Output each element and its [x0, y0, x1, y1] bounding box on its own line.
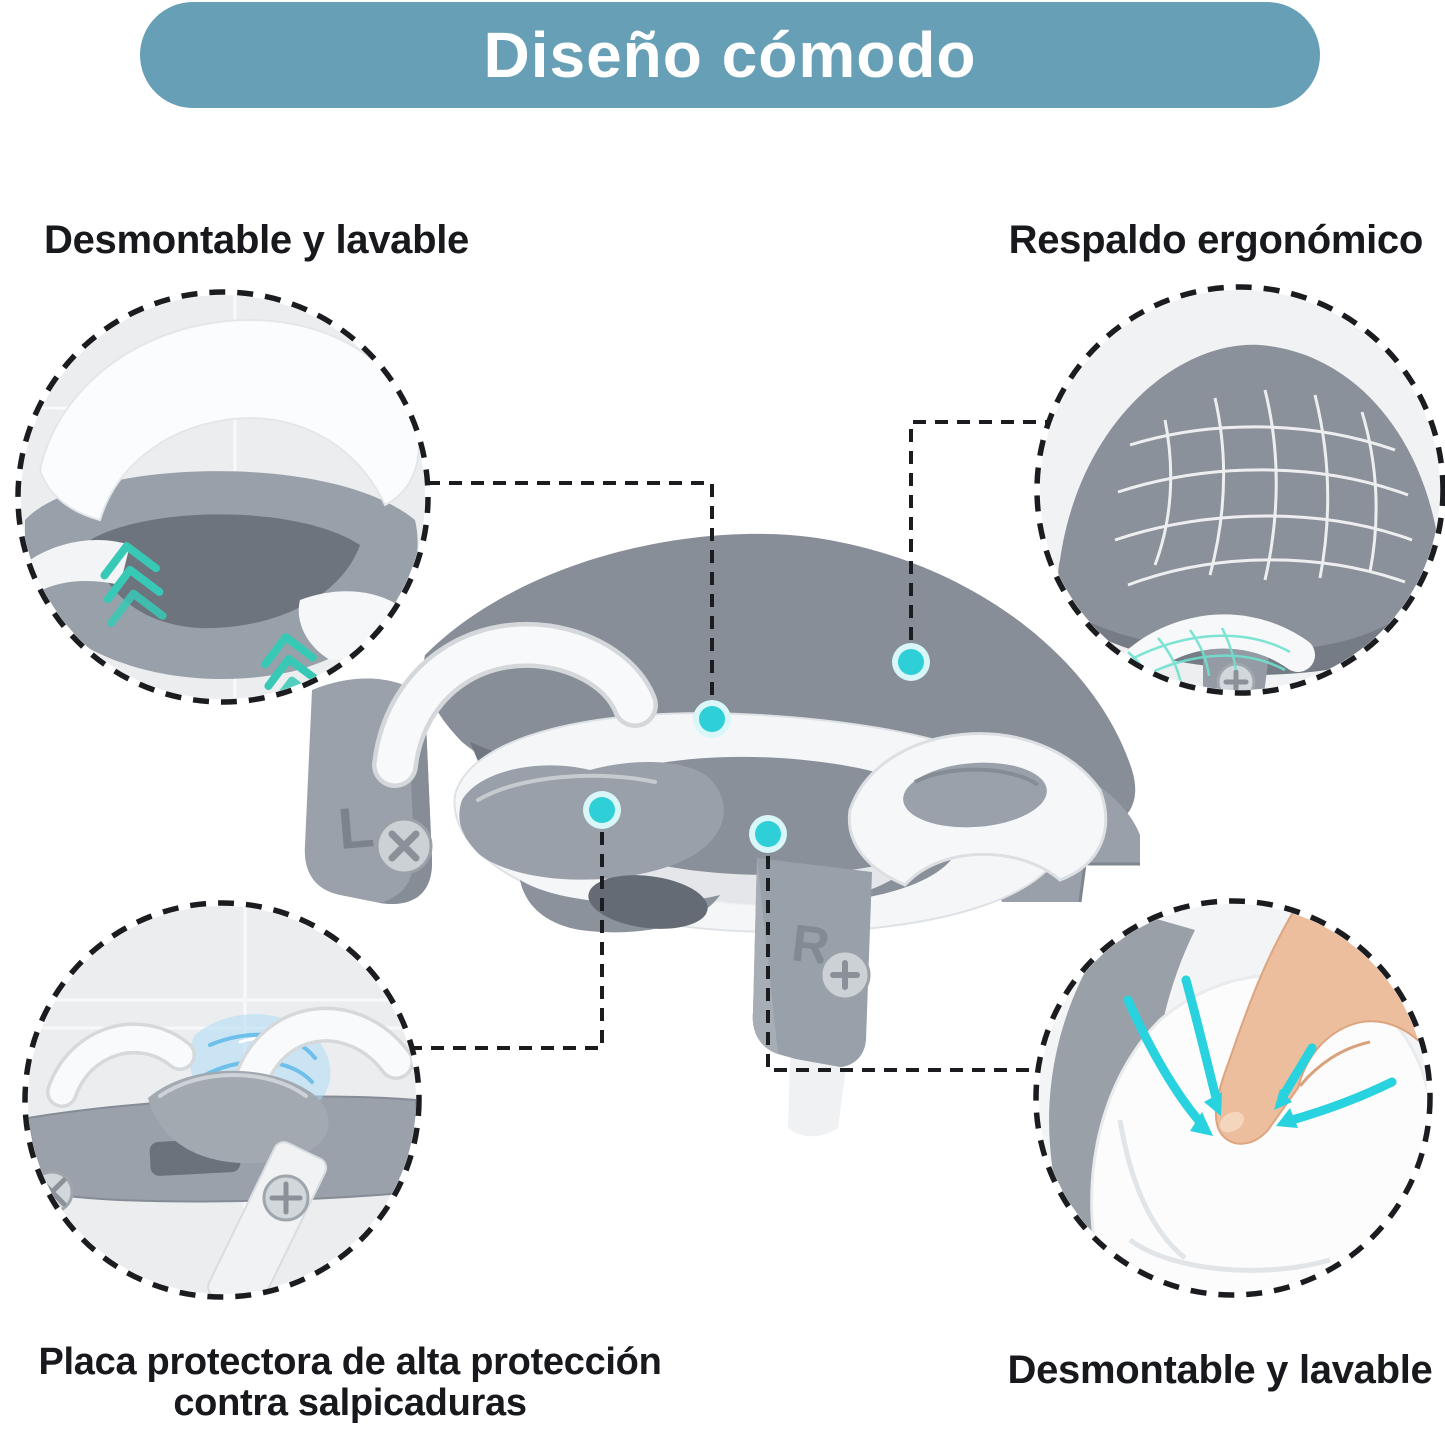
right-leg [752, 858, 872, 1068]
feature-dot [583, 791, 621, 829]
callout-circle-top-right [1034, 284, 1445, 696]
handle-right-closeup [237, 1010, 411, 1093]
feature-label-top-right: Respaldo ergonómico [1008, 218, 1424, 262]
connector-bottom-right [766, 856, 1036, 1072]
guard-highlight [158, 1073, 308, 1098]
callout-bottom-left-content [28, 906, 416, 1294]
callout-circle-top-left [15, 289, 431, 705]
connector-top-right [909, 420, 1047, 640]
screw-icon [819, 949, 871, 1001]
feature-dots [583, 643, 930, 853]
feature-label-bottom-left: Placa protectora de alta protección cont… [38, 1341, 662, 1425]
feature-dot [749, 815, 787, 853]
splash-guard-closeup [148, 1070, 329, 1164]
feature-label-bottom-right: Desmontable y lavable [1007, 1348, 1433, 1392]
connector-top-left [427, 481, 714, 697]
guard-highlight [476, 773, 657, 802]
soft-cushion-closeup [1090, 973, 1427, 1292]
callout-circle-bottom-left [22, 900, 422, 1300]
cushion-band [1040, 600, 1250, 690]
cushion-fold [1117, 1119, 1331, 1273]
press-arrow-heads [1190, 1089, 1298, 1136]
mesh-grid-icon [1114, 389, 1413, 587]
screw-icon [1216, 662, 1256, 690]
connector-bottom-left [414, 832, 604, 1050]
page-title: Diseño cómodo [483, 19, 977, 91]
dashed-callout-border [22, 900, 422, 1300]
seat-base-inner [90, 514, 360, 629]
dashed-callout-border [1033, 898, 1433, 1298]
left-handle [376, 626, 654, 784]
left-leg-marking: L [335, 794, 376, 862]
callout-top-left-content [21, 295, 425, 699]
grip-hole-shadow [914, 767, 1040, 787]
right-leg-shade [752, 858, 778, 1054]
product-potty-seat: L R [304, 533, 1140, 1137]
screw-icon [30, 1170, 74, 1214]
cushion-lifted [38, 318, 420, 522]
feature-dot [693, 700, 731, 738]
callout-circle-bottom-right [1033, 898, 1433, 1298]
base-step-line [1078, 862, 1140, 903]
title-banner: Diseño cómodo [140, 2, 1320, 108]
backrest-closeup [1058, 344, 1439, 662]
fingernail [1219, 1111, 1245, 1133]
feature-label-top-left: Desmontable y lavable [44, 218, 469, 262]
screw-icon [375, 817, 433, 875]
right-leg-foot [788, 1058, 846, 1137]
chevron-up-icon [100, 542, 167, 627]
callout-connectors [414, 420, 1047, 1072]
callout-bottom-right-content [1039, 904, 1427, 1292]
screw-icon [262, 1174, 310, 1222]
callout-top-right-content [1040, 290, 1440, 690]
underside-shadow [588, 875, 708, 929]
dashed-callout-border [1034, 284, 1445, 696]
feature-dot [892, 643, 930, 681]
dashed-callout-border [15, 289, 431, 705]
right-handle-grip-hole [903, 762, 1047, 828]
handle-left-closeup [49, 1025, 193, 1105]
